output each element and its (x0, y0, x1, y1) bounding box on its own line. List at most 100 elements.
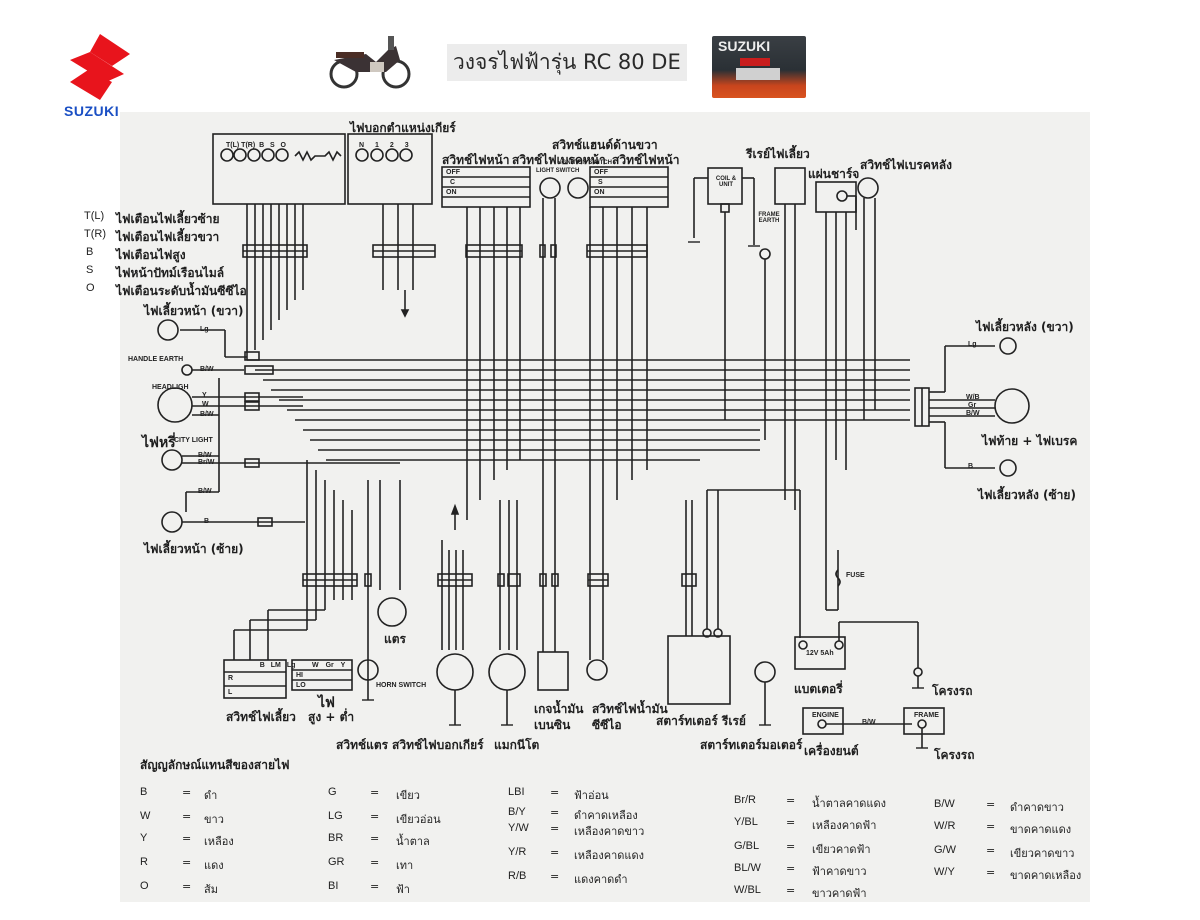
ts-col-b: B (259, 662, 265, 669)
label-frame-ground-2: โครงรถ (934, 748, 975, 762)
color-code-desc: ขาดคาดเหลือง (1010, 869, 1082, 882)
label-headlight-switch-2: สวิทช์ไฟหน้า (612, 153, 680, 167)
regulator-box (815, 181, 857, 213)
color-code-desc: ฟ้า (396, 883, 410, 896)
ground-symbols (362, 241, 928, 749)
color-code-equals: = (550, 806, 560, 819)
color-code: LBI (508, 786, 525, 798)
color-code: R/B (508, 870, 527, 882)
label-horn-switch: สวิทช์แตร (336, 738, 389, 752)
hl-row-off: OFF (446, 169, 460, 176)
color-legend-title: สัญญลักษณ์แทนสีของสายไฟ (140, 758, 290, 772)
frame-tag: FRAME (914, 712, 939, 719)
front-wire-lg: Lg (200, 326, 209, 333)
color-code-desc: ฟ้าคาดขาว (812, 865, 867, 878)
starter-relay-box (667, 635, 731, 705)
ts-row-r: R (228, 675, 234, 682)
label-magneto: แมกนีโต (494, 738, 540, 752)
rear-wire-wb: W/B (966, 394, 980, 401)
dm-col-gr: Gr (325, 662, 334, 669)
page-title: วงจรไฟฟ้ารุ่น RC 80 DE (447, 44, 687, 81)
color-code-desc: ดำ (204, 789, 218, 802)
turn-relay-box (774, 167, 806, 205)
front-wire-w: W (202, 401, 209, 408)
color-code-desc: เหลือง (204, 835, 234, 848)
handle-earth-label: HANDLE EARTH (128, 356, 184, 363)
color-code-equals: = (786, 862, 796, 875)
color-code: O (140, 880, 149, 892)
fuse-label: FUSE (846, 572, 865, 579)
diagram-paper (120, 112, 1090, 902)
color-code-desc: เขียวคาดขาว (1010, 847, 1075, 860)
color-code-equals: = (550, 822, 560, 835)
label-tail-brake: ไฟท้าย + ไฟเบรค (982, 434, 1078, 448)
color-code: W/BL (734, 884, 761, 896)
color-code-desc: ขาดคาดแดง (1010, 823, 1072, 836)
turn-switch-box (223, 659, 287, 699)
color-code: W (140, 810, 151, 822)
color-code-equals: = (986, 844, 996, 857)
horn-body (377, 597, 407, 627)
color-code-equals: = (182, 856, 192, 869)
label-frame-ground-1: โครงรถ (932, 684, 973, 698)
color-code: Y/BL (734, 816, 758, 828)
label-starter-relay: สตาร์ทเตอร์ รีเรย์ (656, 714, 746, 728)
color-code-desc: ส้ม (204, 883, 218, 896)
color-code: B/W (934, 798, 955, 810)
color-code-desc: น้ำตาลคาดแดง (812, 797, 887, 810)
rear-wire-lg: Lg (968, 341, 977, 348)
battery-spec: 12V 5Ah (806, 650, 834, 657)
color-code-equals: = (370, 856, 380, 869)
label-rear-brake-switch: สวิทช์ไฟเบรคหลัง (860, 158, 952, 172)
label-gear-indicator: ไฟบอกตำแหน่งเกียร์ (350, 121, 456, 135)
color-code-desc: เขียว (396, 789, 420, 802)
pin-b: B (259, 142, 265, 149)
hl-row-on: ON (446, 189, 457, 196)
label-engine: เครื่องยนต์ (804, 744, 859, 758)
meter-legend-desc: ไฟเตือนไฟเลี้ยวซ้าย (116, 212, 220, 226)
color-code-equals: = (786, 884, 796, 897)
color-code: GR (328, 856, 345, 868)
pin-1: 1 (375, 142, 379, 149)
pin-n: N (359, 142, 365, 149)
dm-row-lo: LO (296, 682, 306, 689)
oil-switch-body (586, 659, 608, 681)
city-light-label: CITY LIGHT (174, 437, 213, 444)
color-code-equals: = (182, 832, 192, 845)
label-city-light: ไฟหรี่ (142, 435, 176, 451)
coil-unit-label: COIL & UNIT (715, 176, 737, 188)
meter-legend-code: B (86, 246, 94, 258)
color-code-desc: น้ำตาล (396, 835, 430, 848)
color-code-desc: ฟ้าอ่อน (574, 789, 609, 802)
label-turn-relay: รีเรย์ไฟเลี้ยว (746, 147, 810, 161)
color-code: G/W (934, 844, 956, 856)
meter-pin-labels: T(L) T(R) B S O (226, 142, 286, 149)
turn-switch-cols: B LM Lg (230, 662, 296, 669)
engine-tag: ENGINE (812, 712, 839, 719)
color-code-equals: = (550, 786, 560, 799)
dm-col-y: Y (340, 662, 346, 669)
color-code-equals: = (550, 870, 560, 883)
label-headlight-switch: สวิทช์ไฟหน้า (442, 153, 510, 167)
rear-turn-right-bulb (999, 337, 1017, 355)
color-code: LG (328, 810, 343, 822)
battery-box (794, 636, 846, 670)
color-code-desc: ขาวคาดฟ้า (812, 887, 867, 900)
color-code-desc: เหลืองคาดฟ้า (812, 819, 877, 832)
color-code-equals: = (182, 810, 192, 823)
color-code: W/Y (934, 866, 955, 878)
label-front-turn-left: ไฟเลี้ยวหน้า (ซ้าย) (144, 542, 244, 556)
engine-frame-wire: B/W (862, 719, 876, 726)
hl2-row-on: ON (594, 189, 605, 196)
color-code: G (328, 786, 337, 798)
label-fuel-gauge-1: เกจน้ำมัน (534, 702, 584, 716)
engine-box (802, 707, 844, 735)
meter-legend-code: S (86, 264, 94, 276)
color-code: Y/R (508, 846, 527, 858)
label-oil-switch-2: ซีซีไอ (592, 718, 622, 732)
color-code: BI (328, 880, 339, 892)
color-code: Y/W (508, 822, 529, 834)
meter-legend-desc: ไฟหน้าปัทม์เรือนไมล์ (116, 266, 225, 280)
frame-box (903, 707, 945, 735)
